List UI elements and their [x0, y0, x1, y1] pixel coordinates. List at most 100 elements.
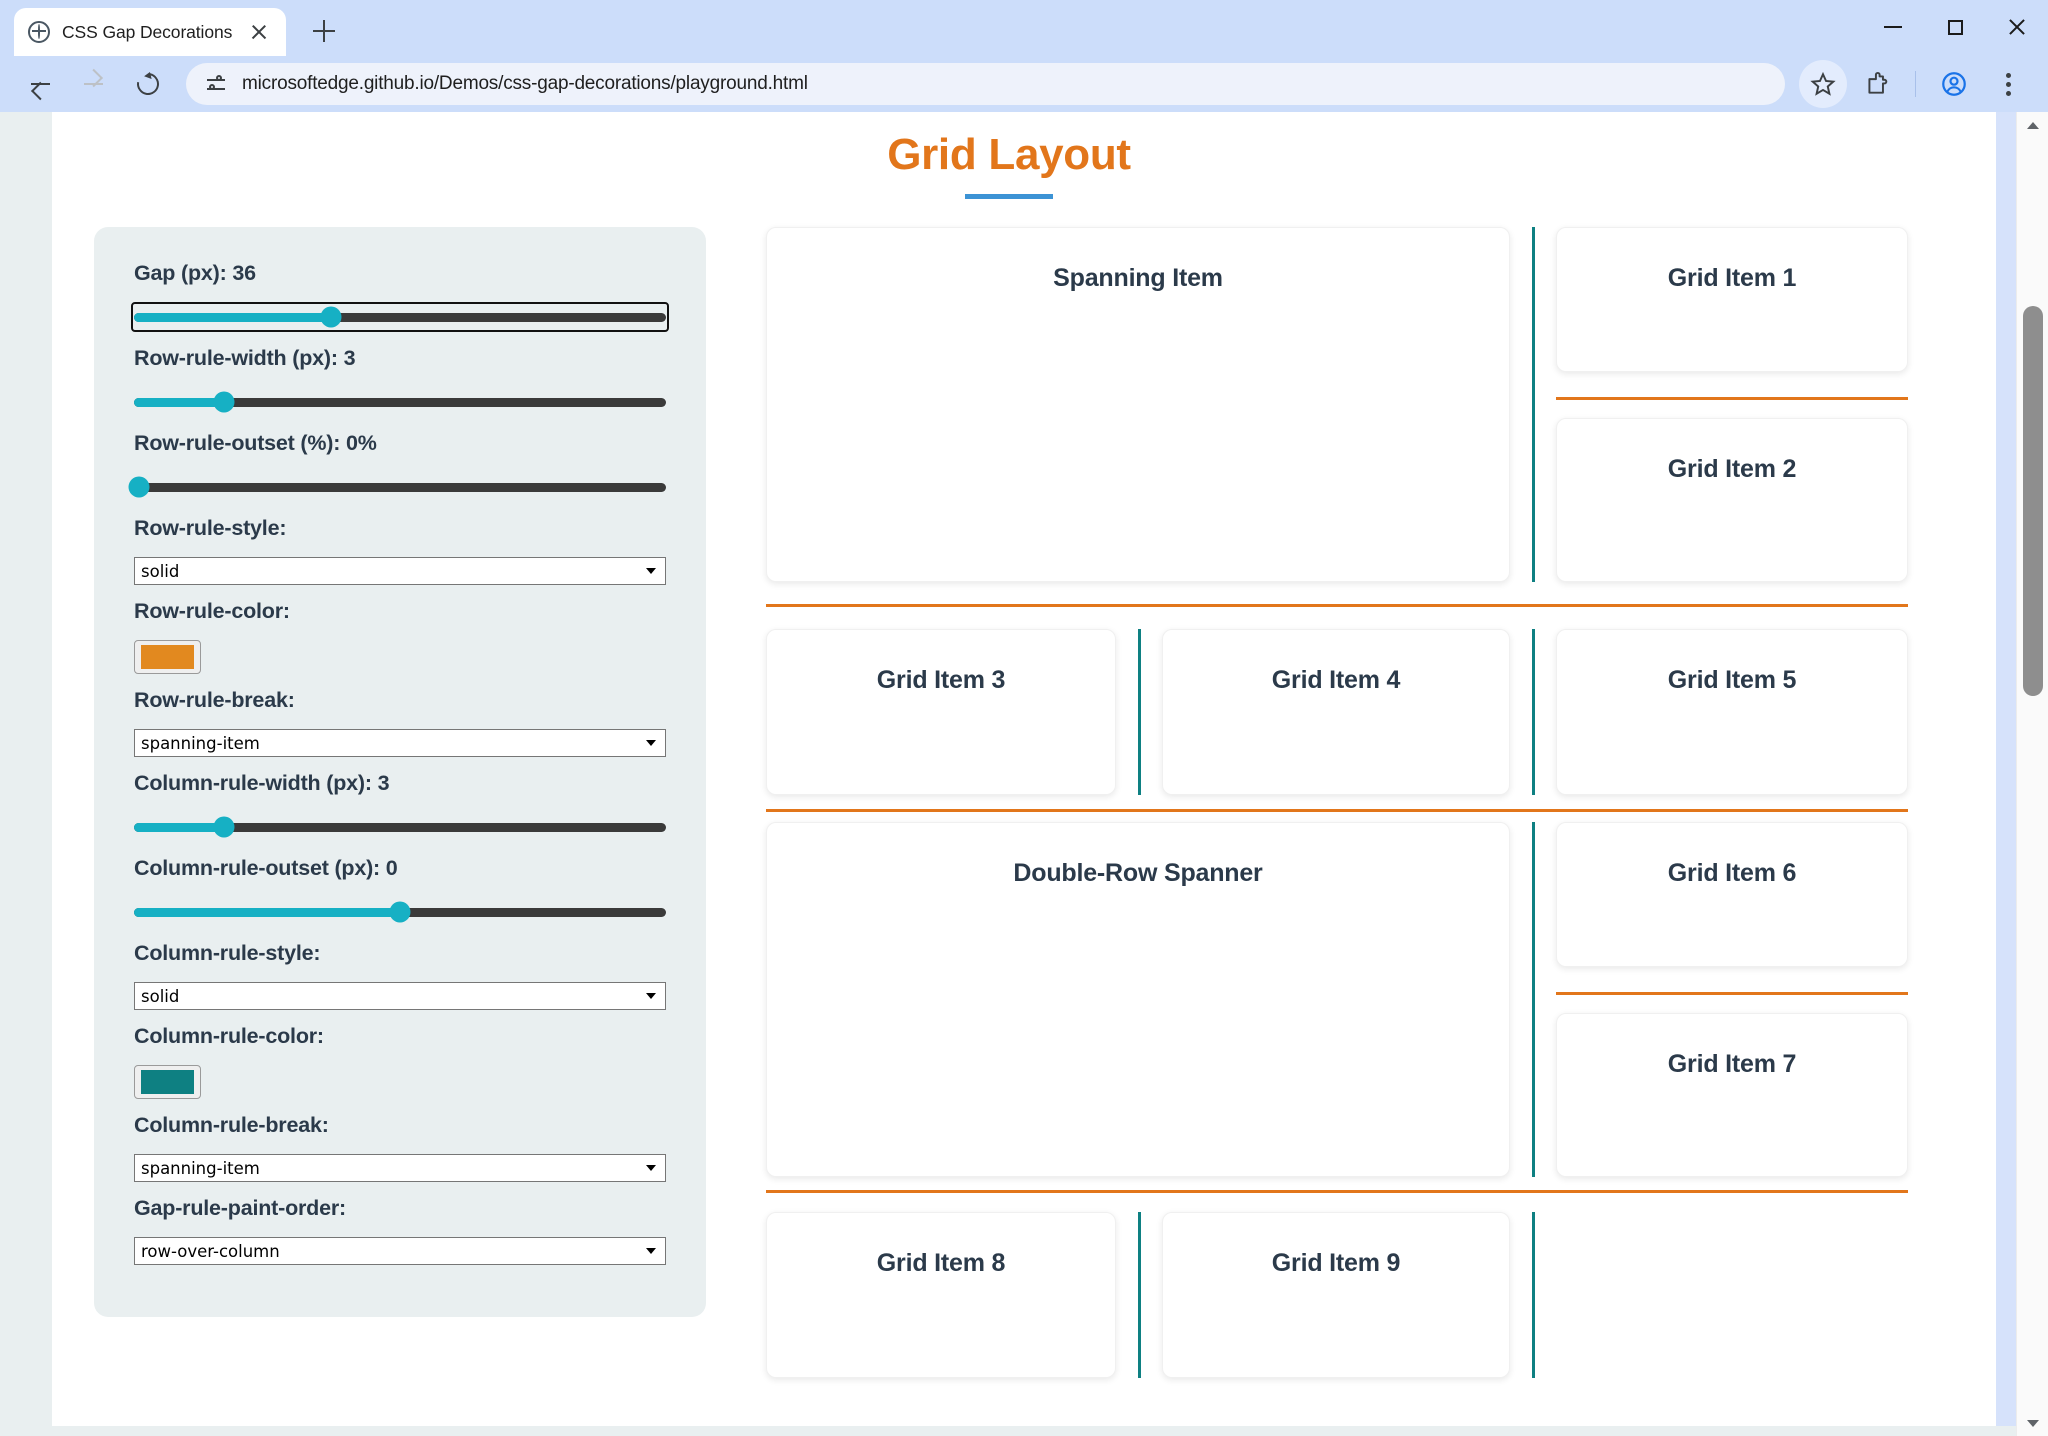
- window-close-button[interactable]: [1986, 0, 2048, 54]
- select-column-rule-style[interactable]: solid: [134, 982, 666, 1010]
- extensions-button[interactable]: [1853, 60, 1901, 108]
- control-label-row-rule-style: Row-rule-style:: [134, 516, 287, 540]
- select-gap-rule-paint-order[interactable]: row-over-column: [134, 1237, 666, 1265]
- browser-menu-button[interactable]: [1984, 60, 2032, 108]
- scroll-up-button[interactable]: [2017, 112, 2048, 138]
- color-swatch-column-rule-color: [141, 1070, 194, 1094]
- slider-column-rule-outset[interactable]: [134, 897, 666, 927]
- control-label-gap: Gap (px): 36: [134, 261, 256, 285]
- control-row-rule-style: Row-rule-style: solid: [134, 516, 666, 585]
- chevron-down-icon: [2027, 1419, 2039, 1427]
- control-row-rule-break: Row-rule-break: spanning-item: [134, 688, 666, 757]
- scroll-down-button[interactable]: [2017, 1410, 2048, 1436]
- back-button[interactable]: [16, 60, 64, 108]
- select-column-rule-break[interactable]: spanning-item: [134, 1154, 666, 1182]
- scrollbar-thumb[interactable]: [2023, 306, 2043, 696]
- reload-button[interactable]: [124, 60, 172, 108]
- minimize-button[interactable]: [1862, 0, 1924, 54]
- close-icon: [2007, 17, 2027, 37]
- control-label-row-rule-width: Row-rule-width (px): 3: [134, 346, 356, 370]
- toolbar-divider: [1915, 71, 1916, 97]
- control-column-rule-break: Column-rule-break: spanning-item: [134, 1113, 666, 1182]
- new-tab-button[interactable]: [302, 9, 346, 53]
- tab-strip: CSS Gap Decorations playgroun: [0, 0, 2048, 56]
- slider-thumb-row-rule-width[interactable]: [213, 391, 235, 413]
- select-value-row-rule-style: solid: [141, 561, 180, 581]
- profile-button[interactable]: [1930, 60, 1978, 108]
- browser-toolbar: microsoftedge.github.io/Demos/css-gap-de…: [0, 56, 2048, 112]
- control-label-row-rule-break: Row-rule-break:: [134, 688, 295, 712]
- address-bar[interactable]: microsoftedge.github.io/Demos/css-gap-de…: [186, 63, 1785, 105]
- grid-item: Grid Item 7: [1556, 1013, 1908, 1177]
- select-value-gap-rule-paint-order: row-over-column: [141, 1241, 280, 1261]
- slider-thumb-column-rule-width[interactable]: [213, 816, 235, 838]
- slider-fill-row-rule-width: [134, 397, 225, 407]
- column-rule-2: [1532, 629, 1535, 795]
- grid-item: Grid Item 9: [1162, 1212, 1510, 1378]
- column-rule-4: [1138, 1212, 1141, 1378]
- slider-thumb-column-rule-outset[interactable]: [389, 901, 411, 923]
- close-icon[interactable]: [246, 19, 272, 45]
- control-gap-rule-paint-order: Gap-rule-paint-order: row-over-column: [134, 1196, 666, 1265]
- three-dots-menu-icon: [2005, 72, 2011, 96]
- forward-button[interactable]: [70, 60, 118, 108]
- reload-icon: [132, 68, 164, 100]
- color-picker-column-rule-color[interactable]: [134, 1065, 201, 1099]
- slider-gap[interactable]: [131, 302, 669, 332]
- select-value-column-rule-style: solid: [141, 986, 180, 1006]
- select-value-column-rule-break: spanning-item: [141, 1158, 260, 1178]
- row-rule-3: [1556, 992, 1908, 995]
- bookmark-button[interactable]: [1799, 60, 1847, 108]
- slider-track-row-rule-outset[interactable]: [128, 476, 666, 498]
- grid-item: Grid Item 5: [1556, 629, 1908, 795]
- grid-item: Grid Item 1: [1556, 227, 1908, 372]
- grid-item: Grid Item 3: [766, 629, 1116, 795]
- control-column-rule-style: Column-rule-style:solid: [134, 941, 666, 1010]
- control-label-gap-rule-paint-order: Gap-rule-paint-order:: [134, 1196, 346, 1220]
- color-picker-row-rule-color[interactable]: [134, 640, 201, 674]
- select-row-rule-break[interactable]: spanning-item: [134, 729, 666, 757]
- slider-track-row-rule-width[interactable]: [134, 391, 666, 413]
- grid-item: Grid Item 6: [1556, 822, 1908, 967]
- page-left-gutter: [0, 112, 52, 1436]
- chevron-down-icon: [646, 1248, 656, 1254]
- page-layout: Gap (px): 36 Row-rule-width (px): 3 Row-ru…: [52, 199, 1966, 1378]
- slider-track-column-rule-outset[interactable]: [134, 901, 666, 923]
- column-rule-5: [1532, 1212, 1535, 1378]
- slider-thumb-gap[interactable]: [320, 306, 342, 328]
- browser-tab[interactable]: CSS Gap Decorations playgroun: [14, 8, 286, 56]
- control-label-column-rule-outset: Column-rule-outset (px): 0: [134, 856, 398, 880]
- slider-column-rule-width[interactable]: [134, 812, 666, 842]
- slider-fill-gap: [134, 312, 331, 322]
- window-controls: [1862, 0, 2048, 54]
- select-row-rule-style[interactable]: solid: [134, 557, 666, 585]
- slider-row-rule-outset[interactable]: [128, 472, 666, 502]
- control-label-row-rule-color: Row-rule-color:: [134, 599, 290, 623]
- color-swatch-row-rule-color: [141, 645, 194, 669]
- slider-row-rule-width[interactable]: [134, 387, 666, 417]
- slider-track-gap[interactable]: [134, 306, 666, 328]
- maximize-button[interactable]: [1924, 0, 1986, 54]
- select-value-row-rule-break: spanning-item: [141, 733, 260, 753]
- site-settings-icon[interactable]: [204, 72, 228, 96]
- slider-thumb-row-rule-outset[interactable]: [128, 476, 150, 498]
- grid-item: Spanning Item: [766, 227, 1510, 582]
- column-rule-0: [1532, 227, 1535, 582]
- column-rule-1: [1138, 629, 1141, 795]
- slider-track-column-rule-width[interactable]: [134, 816, 666, 838]
- extensions-puzzle-icon: [1868, 72, 1888, 94]
- grid-item: Double-Row Spanner: [766, 822, 1510, 1177]
- page-bottom-strip: [0, 1426, 2048, 1436]
- page-scrollbar[interactable]: [2016, 112, 2048, 1436]
- url-text: microsoftedge.github.io/Demos/css-gap-de…: [242, 73, 808, 94]
- controls-panel: Gap (px): 36 Row-rule-width (px): 3 Row-ru…: [94, 227, 706, 1317]
- forward-arrow-icon: [82, 72, 106, 96]
- control-row-rule-width: Row-rule-width (px): 3: [134, 346, 666, 417]
- control-label-column-rule-width: Column-rule-width (px): 3: [134, 771, 390, 795]
- control-label-column-rule-break: Column-rule-break:: [134, 1113, 329, 1137]
- row-rule-1: [766, 604, 1908, 607]
